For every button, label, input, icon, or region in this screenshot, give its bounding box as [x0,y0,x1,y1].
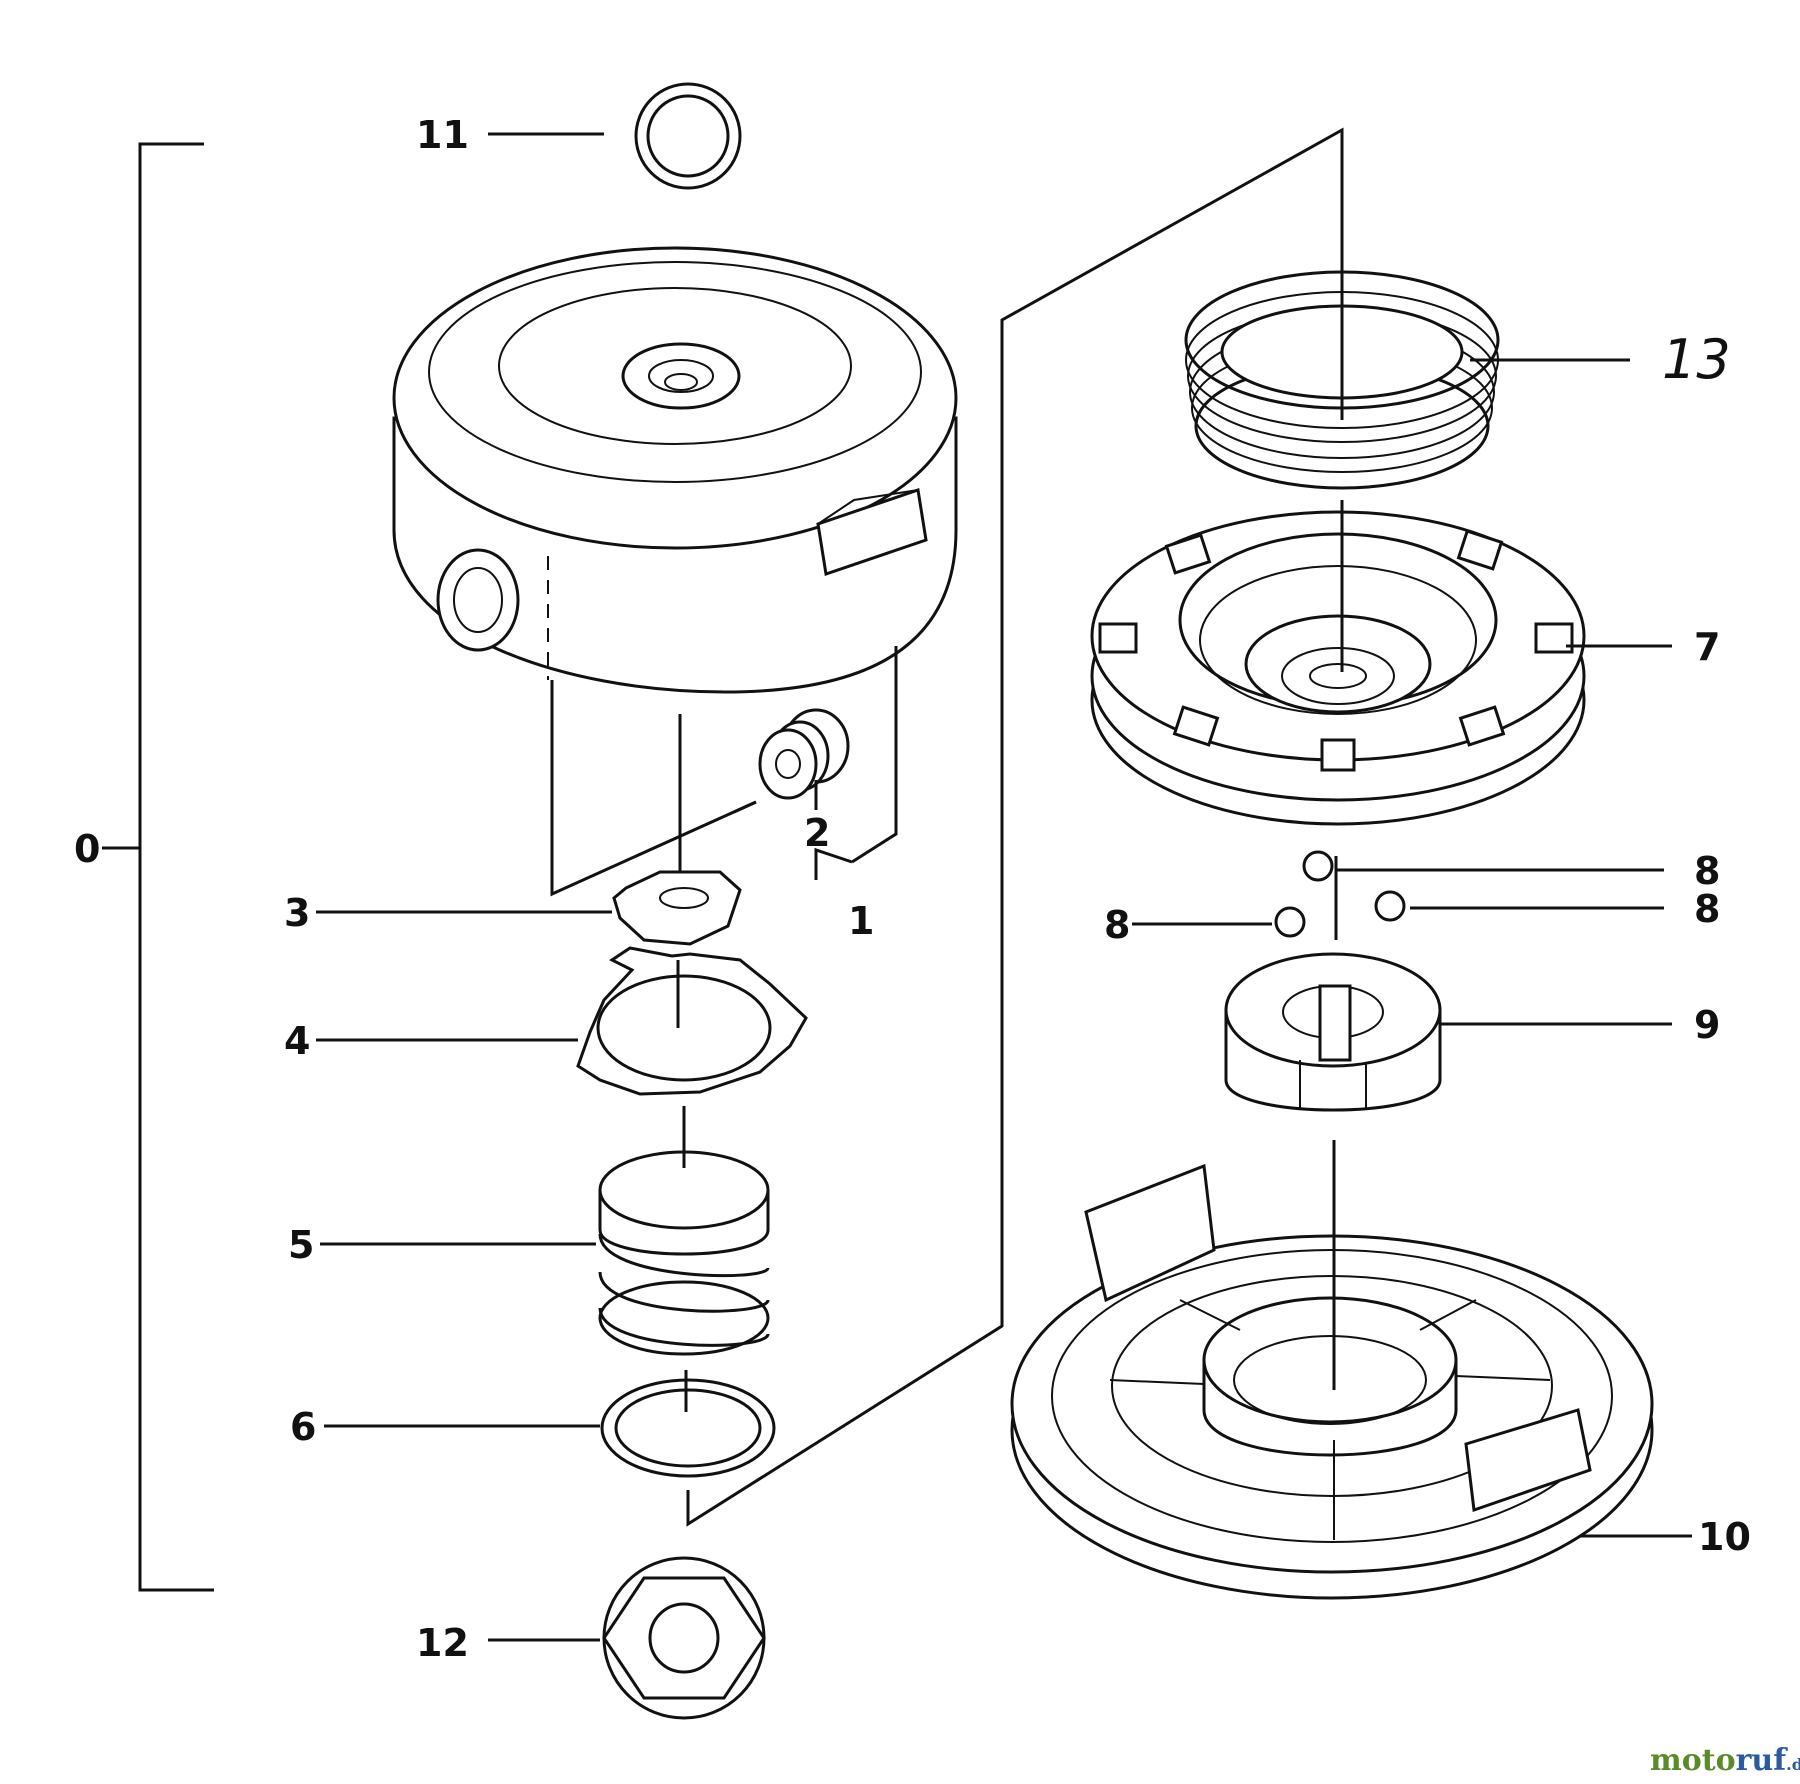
watermark-part-2: ruf [1736,1743,1789,1778]
watermark: motoruf.de [1650,1743,1800,1778]
label-part-6: 6 [290,1405,316,1449]
label-part-8-c: 8 [1694,887,1720,931]
part-11-washer [488,82,742,190]
part-5-spring [320,1106,770,1356]
label-part-0: 0 [74,827,100,871]
label-part-4: 4 [284,1019,310,1063]
label-part-1: 1 [848,899,874,943]
part-9-holder [1224,952,1672,1112]
label-part-9: 9 [1694,1003,1720,1047]
label-part-11: 11 [416,113,469,157]
part-6-washer [324,1370,776,1478]
assembly-bracket [102,142,214,1592]
label-part-7: 7 [1694,625,1720,669]
part-12-nut [488,1556,766,1720]
label-part-8-b: 8 [1104,903,1130,947]
part-10-base [1010,1140,1692,1600]
label-part-3: 3 [284,891,310,935]
label-part-8-a: 8 [1694,849,1720,893]
part-1-leader [550,646,898,897]
watermark-part-1: moto [1650,1743,1736,1778]
part-1-housing [392,246,958,694]
part-4-ring [316,946,808,1096]
part-3-plate [316,870,742,946]
label-part-12: 12 [416,1621,469,1665]
watermark-part-3: .de [1786,1755,1800,1774]
part-13-line-coil [1184,130,1630,490]
part-7-spool [1090,500,1672,826]
label-part-13: 13 [1662,328,1731,391]
part-2-grommet [733,708,850,814]
label-part-5: 5 [288,1223,314,1267]
label-part-10: 10 [1698,1515,1751,1559]
part-8-balls [1132,850,1664,940]
label-part-2: 2 [804,811,830,855]
